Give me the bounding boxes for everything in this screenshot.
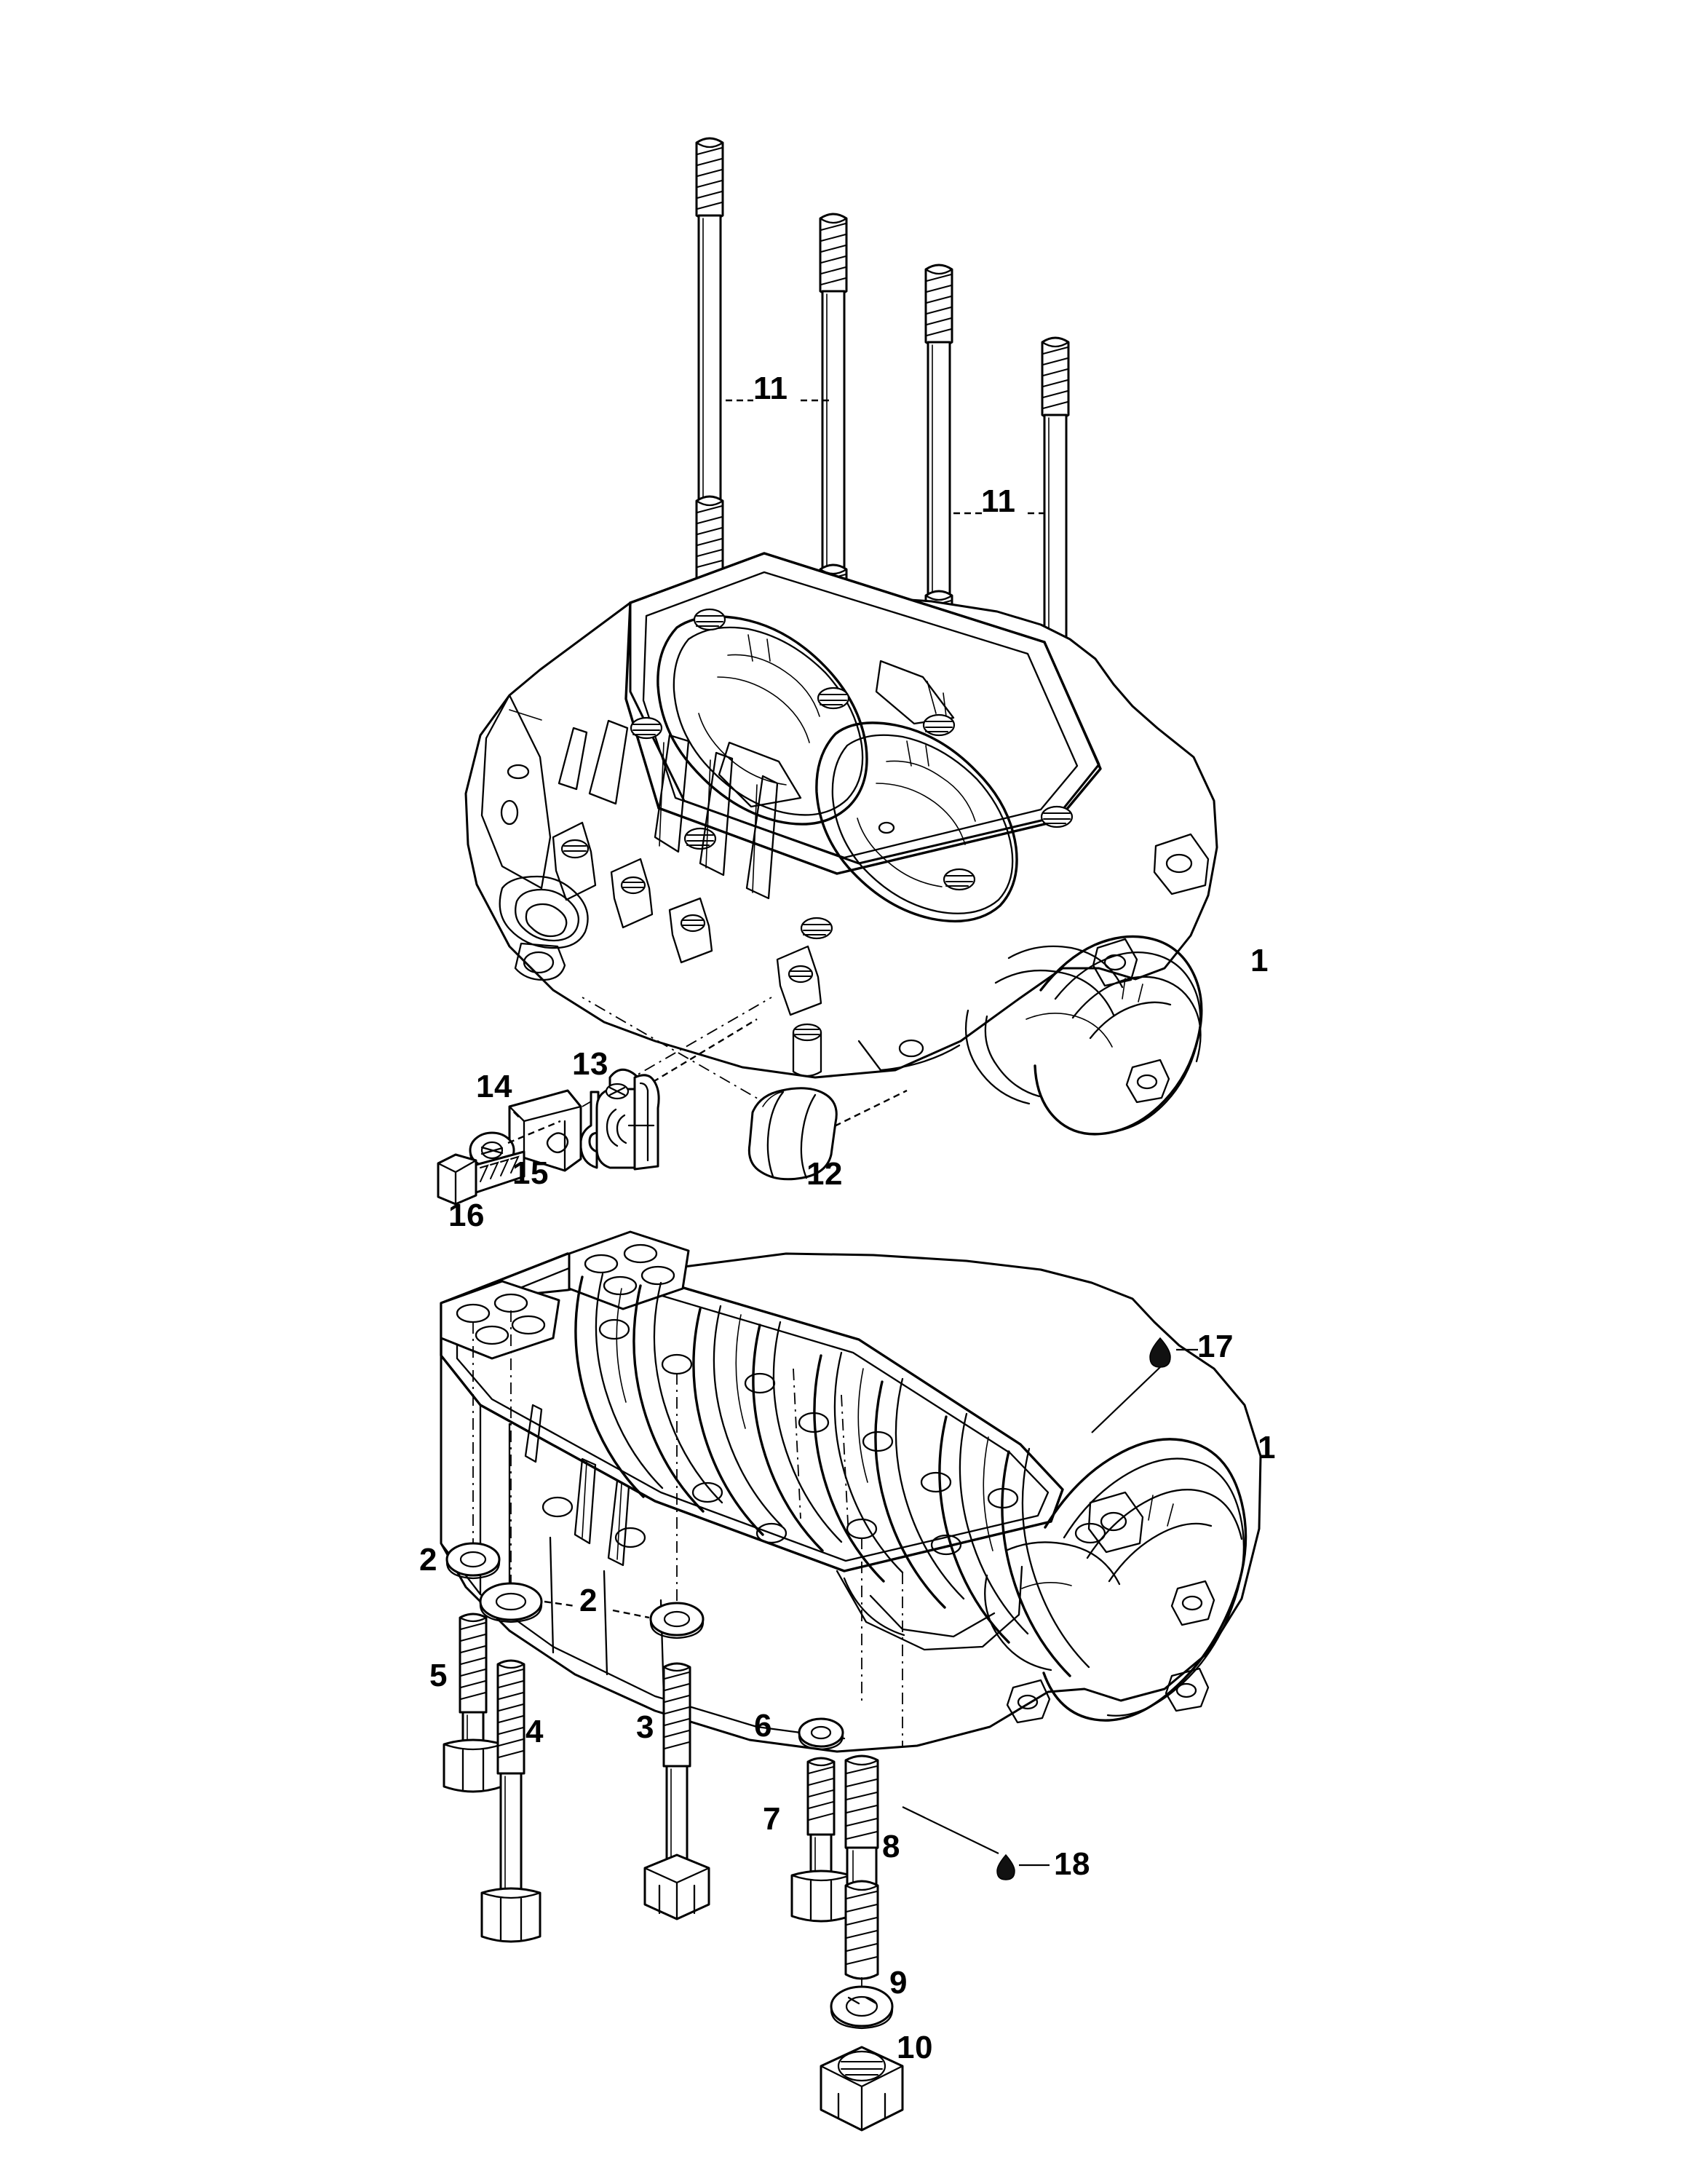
washer-2c xyxy=(649,1602,705,1639)
callout-2a: 2 xyxy=(419,1542,437,1578)
callout-8: 8 xyxy=(882,1829,900,1864)
callout-15: 15 xyxy=(512,1155,549,1191)
callout-14: 14 xyxy=(476,1069,512,1104)
crankcase-upper-half xyxy=(464,552,1218,1136)
hex-bolt-16 xyxy=(437,1150,525,1206)
socket-head-cap-screw-5 xyxy=(443,1613,504,1793)
cooling-fins xyxy=(558,719,779,900)
lock-washer-9 xyxy=(830,1985,894,2030)
callout-5: 5 xyxy=(429,1658,448,1693)
hex-head-bolt-3 xyxy=(643,1662,710,1920)
callout-1-lower: 1 xyxy=(1258,1430,1276,1465)
leader-2c xyxy=(612,1609,650,1619)
socket-head-cap-screw-4 xyxy=(480,1659,542,1943)
callout-3: 3 xyxy=(636,1709,654,1745)
callout-7: 7 xyxy=(763,1801,781,1837)
socket-head-cap-screw-7 xyxy=(790,1757,852,1923)
clamp-assembly-group xyxy=(437,1068,838,1206)
crankcase-lower-half xyxy=(440,1230,1262,1753)
callout-4: 4 xyxy=(525,1714,544,1749)
callout-11b: 11 xyxy=(981,483,1016,519)
leader-13 xyxy=(643,1018,758,1089)
small-washer-6 xyxy=(798,1717,844,1751)
callout-17: 17 xyxy=(1197,1329,1234,1364)
cylinder-head-stud-1 xyxy=(695,137,724,616)
callout-1-upper: 1 xyxy=(1250,943,1269,978)
sealant-17 xyxy=(1091,1337,1198,1433)
callout-13: 13 xyxy=(572,1046,608,1082)
leader-2b xyxy=(544,1600,576,1607)
callout-10: 10 xyxy=(897,2030,933,2065)
fastener-centerlines xyxy=(472,1310,903,1747)
sealant-18 xyxy=(902,1806,1050,1880)
leader-15 xyxy=(507,1120,561,1144)
callout-2b: 2 xyxy=(579,1583,598,1618)
callout-12: 12 xyxy=(806,1156,843,1192)
front-bolt-bosses xyxy=(552,821,822,1016)
clamp-cover xyxy=(508,1089,582,1172)
lower-flange-bolt-holes xyxy=(542,1318,1106,1556)
deck-stud-holes xyxy=(630,608,1074,940)
callout-18: 18 xyxy=(1054,1846,1090,1882)
washer-2a xyxy=(445,1542,501,1580)
main-bearing-saddles xyxy=(574,1273,1090,1677)
callout-16: 16 xyxy=(448,1198,485,1233)
callout-6: 6 xyxy=(754,1708,772,1744)
callout-9: 9 xyxy=(889,1965,908,2001)
washer-2b xyxy=(479,1582,543,1623)
double-end-stud-8 xyxy=(844,1754,879,2003)
hex-nut-10 xyxy=(820,2046,904,2132)
callout-11a: 11 xyxy=(753,371,788,406)
dowel-bushing-12 xyxy=(747,1087,838,1181)
